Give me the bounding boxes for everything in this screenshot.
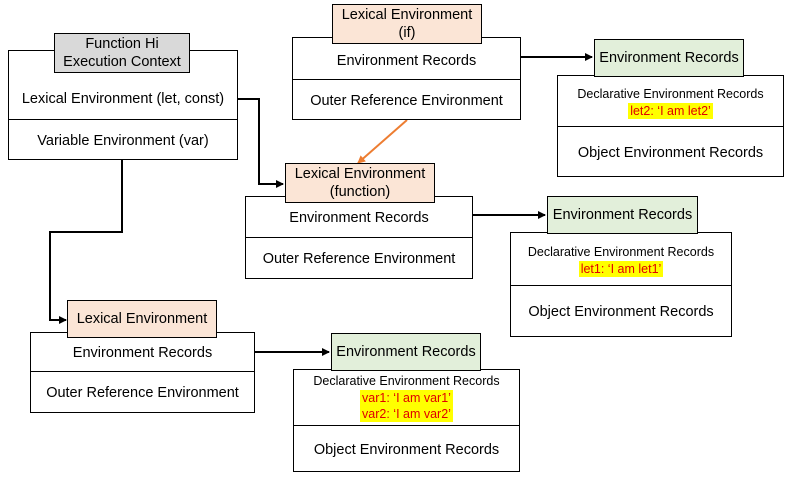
object-records-function: Object Environment Records bbox=[511, 285, 731, 338]
declarative-records-function: Declarative Environment Records let1: ‘I… bbox=[527, 244, 715, 277]
function-context-title: Function Hi Execution Context bbox=[54, 33, 190, 73]
env-records-function-row: Environment Records bbox=[289, 210, 429, 226]
env-records-var-box: Declarative Environment Records var1: ‘I… bbox=[293, 369, 520, 472]
env-records-function-box: Declarative Environment Records let1: ‘I… bbox=[510, 232, 732, 337]
variable-env-row: Variable Environment (var) bbox=[9, 119, 237, 161]
outer-ref-var-row: Outer Reference Environment bbox=[31, 371, 254, 414]
variable-env-label: Variable Environment (var) bbox=[37, 132, 209, 149]
env-records-if-box: Declarative Environment Records let2: ‘I… bbox=[557, 75, 784, 177]
lexical-env-row: Lexical Environment (let, const) bbox=[9, 79, 237, 119]
var2-entry: var2: ‘I am var2’ bbox=[360, 405, 453, 422]
lexical-env-function-box: Environment Records Outer Reference Envi… bbox=[245, 196, 473, 279]
env-records-var-row: Environment Records bbox=[72, 345, 213, 361]
arrow-lexical-to-function-env bbox=[238, 98, 284, 188]
outer-ref-if-row: Outer Reference Environment bbox=[293, 79, 520, 121]
object-records-if: Object Environment Records bbox=[558, 126, 783, 178]
function-context-box: Lexical Environment (let, const) Variabl… bbox=[8, 50, 238, 160]
let1-entry: let1: ‘I am let1’ bbox=[578, 260, 664, 277]
lexical-env-if-box: Environment Records Outer Reference Envi… bbox=[292, 37, 521, 120]
arrow-variable-to-lexical-env bbox=[49, 160, 123, 324]
env-records-function-title: Environment Records bbox=[547, 196, 698, 234]
lexical-env-label: Lexical Environment (let, const) bbox=[21, 91, 225, 107]
declarative-records-if: Declarative Environment Records let2: ‘I… bbox=[577, 86, 764, 119]
arrow-outer-reference bbox=[357, 119, 408, 164]
object-records-var: Object Environment Records bbox=[294, 425, 519, 473]
var1-entry: var1: ‘I am var1’ bbox=[360, 389, 453, 406]
lexical-env-if-title: Lexical Environment (if) bbox=[332, 4, 482, 44]
outer-ref-function-row: Outer Reference Environment bbox=[246, 237, 472, 280]
lexical-env-var-box: Environment Records Outer Reference Envi… bbox=[30, 332, 255, 413]
lexical-env-var-title: Lexical Environment bbox=[67, 300, 217, 338]
env-records-if-row: Environment Records bbox=[336, 53, 477, 69]
let2-entry: let2: ‘I am let2’ bbox=[628, 102, 713, 119]
lexical-env-function-title: Lexical Environment (function) bbox=[285, 163, 435, 203]
declarative-records-var: Declarative Environment Records var1: ‘I… bbox=[313, 373, 500, 422]
env-records-var-title: Environment Records bbox=[331, 333, 481, 371]
env-records-if-title: Environment Records bbox=[594, 39, 744, 77]
